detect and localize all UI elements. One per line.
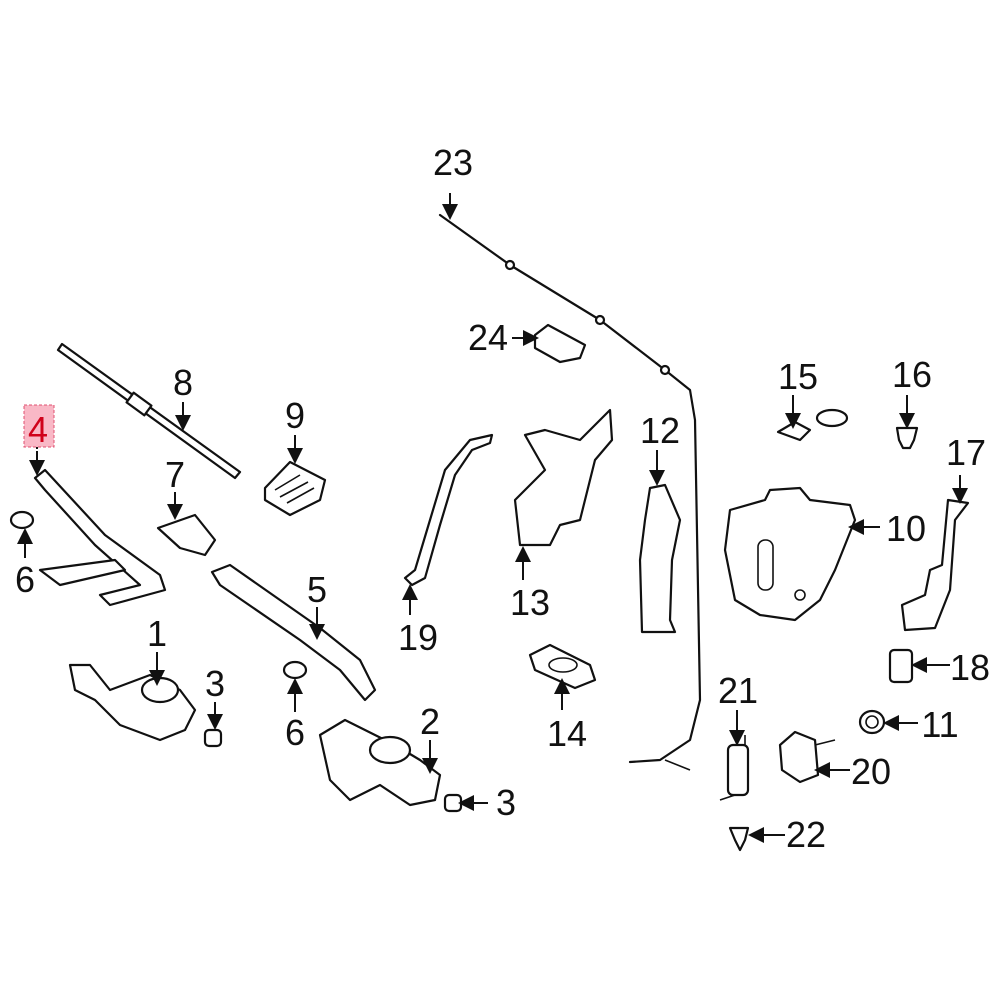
part-8-wiper-blade[interactable] xyxy=(56,342,242,480)
part-16-grommet[interactable] xyxy=(895,426,919,450)
callout-23[interactable]: 23 xyxy=(433,142,473,183)
callout-6[interactable]: 6 xyxy=(285,712,305,753)
part-24-clip[interactable] xyxy=(533,323,587,364)
part-2-wiper-motor[interactable] xyxy=(318,718,442,807)
part-1-wiper-motor[interactable] xyxy=(68,663,197,742)
part-20-pump[interactable] xyxy=(778,730,836,784)
callout-16[interactable]: 16 xyxy=(892,354,932,395)
callout-12[interactable]: 12 xyxy=(640,410,680,451)
part-18-sleeve[interactable] xyxy=(888,648,914,684)
highlight-box xyxy=(23,404,55,448)
part-22-nozzle[interactable] xyxy=(728,826,750,852)
callout-5[interactable]: 5 xyxy=(307,569,327,610)
part-11-grommet[interactable] xyxy=(858,709,886,735)
part-9-module[interactable] xyxy=(263,460,327,517)
part-14-pump-housing[interactable] xyxy=(528,643,597,690)
callout-18[interactable]: 18 xyxy=(950,647,990,688)
callout-2[interactable]: 2 xyxy=(420,701,440,742)
part-5-wiper-arm[interactable] xyxy=(210,563,377,702)
callout-10[interactable]: 10 xyxy=(886,508,926,549)
callout-4[interactable]: 4 xyxy=(28,409,48,450)
callout-13[interactable]: 13 xyxy=(510,582,550,623)
callout-6[interactable]: 6 xyxy=(15,559,35,600)
part-6-cap[interactable] xyxy=(9,510,308,680)
callout-1[interactable]: 1 xyxy=(147,613,167,654)
callout-9[interactable]: 9 xyxy=(285,395,305,436)
part-21-washer-pump[interactable] xyxy=(719,735,750,801)
callout-arrows xyxy=(17,193,968,843)
part-19-hose-line[interactable] xyxy=(403,433,494,587)
part-13-reservoir-neck[interactable] xyxy=(513,408,614,547)
callout-22[interactable]: 22 xyxy=(786,814,826,855)
callout-21[interactable]: 21 xyxy=(718,670,758,711)
part-12-bracket[interactable] xyxy=(638,483,682,634)
callout-7[interactable]: 7 xyxy=(165,454,185,495)
part-10-washer-reservoir[interactable] xyxy=(723,486,857,622)
callout-17[interactable]: 17 xyxy=(946,432,986,473)
callout-24[interactable]: 24 xyxy=(468,317,508,358)
callout-3[interactable]: 3 xyxy=(496,782,516,823)
callout-11[interactable]: 11 xyxy=(921,704,958,745)
callout-8[interactable]: 8 xyxy=(173,362,193,403)
callout-3[interactable]: 3 xyxy=(205,663,225,704)
callout-14[interactable]: 14 xyxy=(547,713,587,754)
callout-15[interactable]: 15 xyxy=(778,356,818,397)
part-15-cap-seal[interactable] xyxy=(776,408,849,442)
part-7-cover[interactable] xyxy=(156,513,217,557)
callout-19[interactable]: 19 xyxy=(398,617,438,658)
part-4-wiper-arm-linkage[interactable] xyxy=(33,468,167,607)
part-17-filler-bracket[interactable] xyxy=(900,498,970,632)
callout-20[interactable]: 20 xyxy=(851,751,891,792)
